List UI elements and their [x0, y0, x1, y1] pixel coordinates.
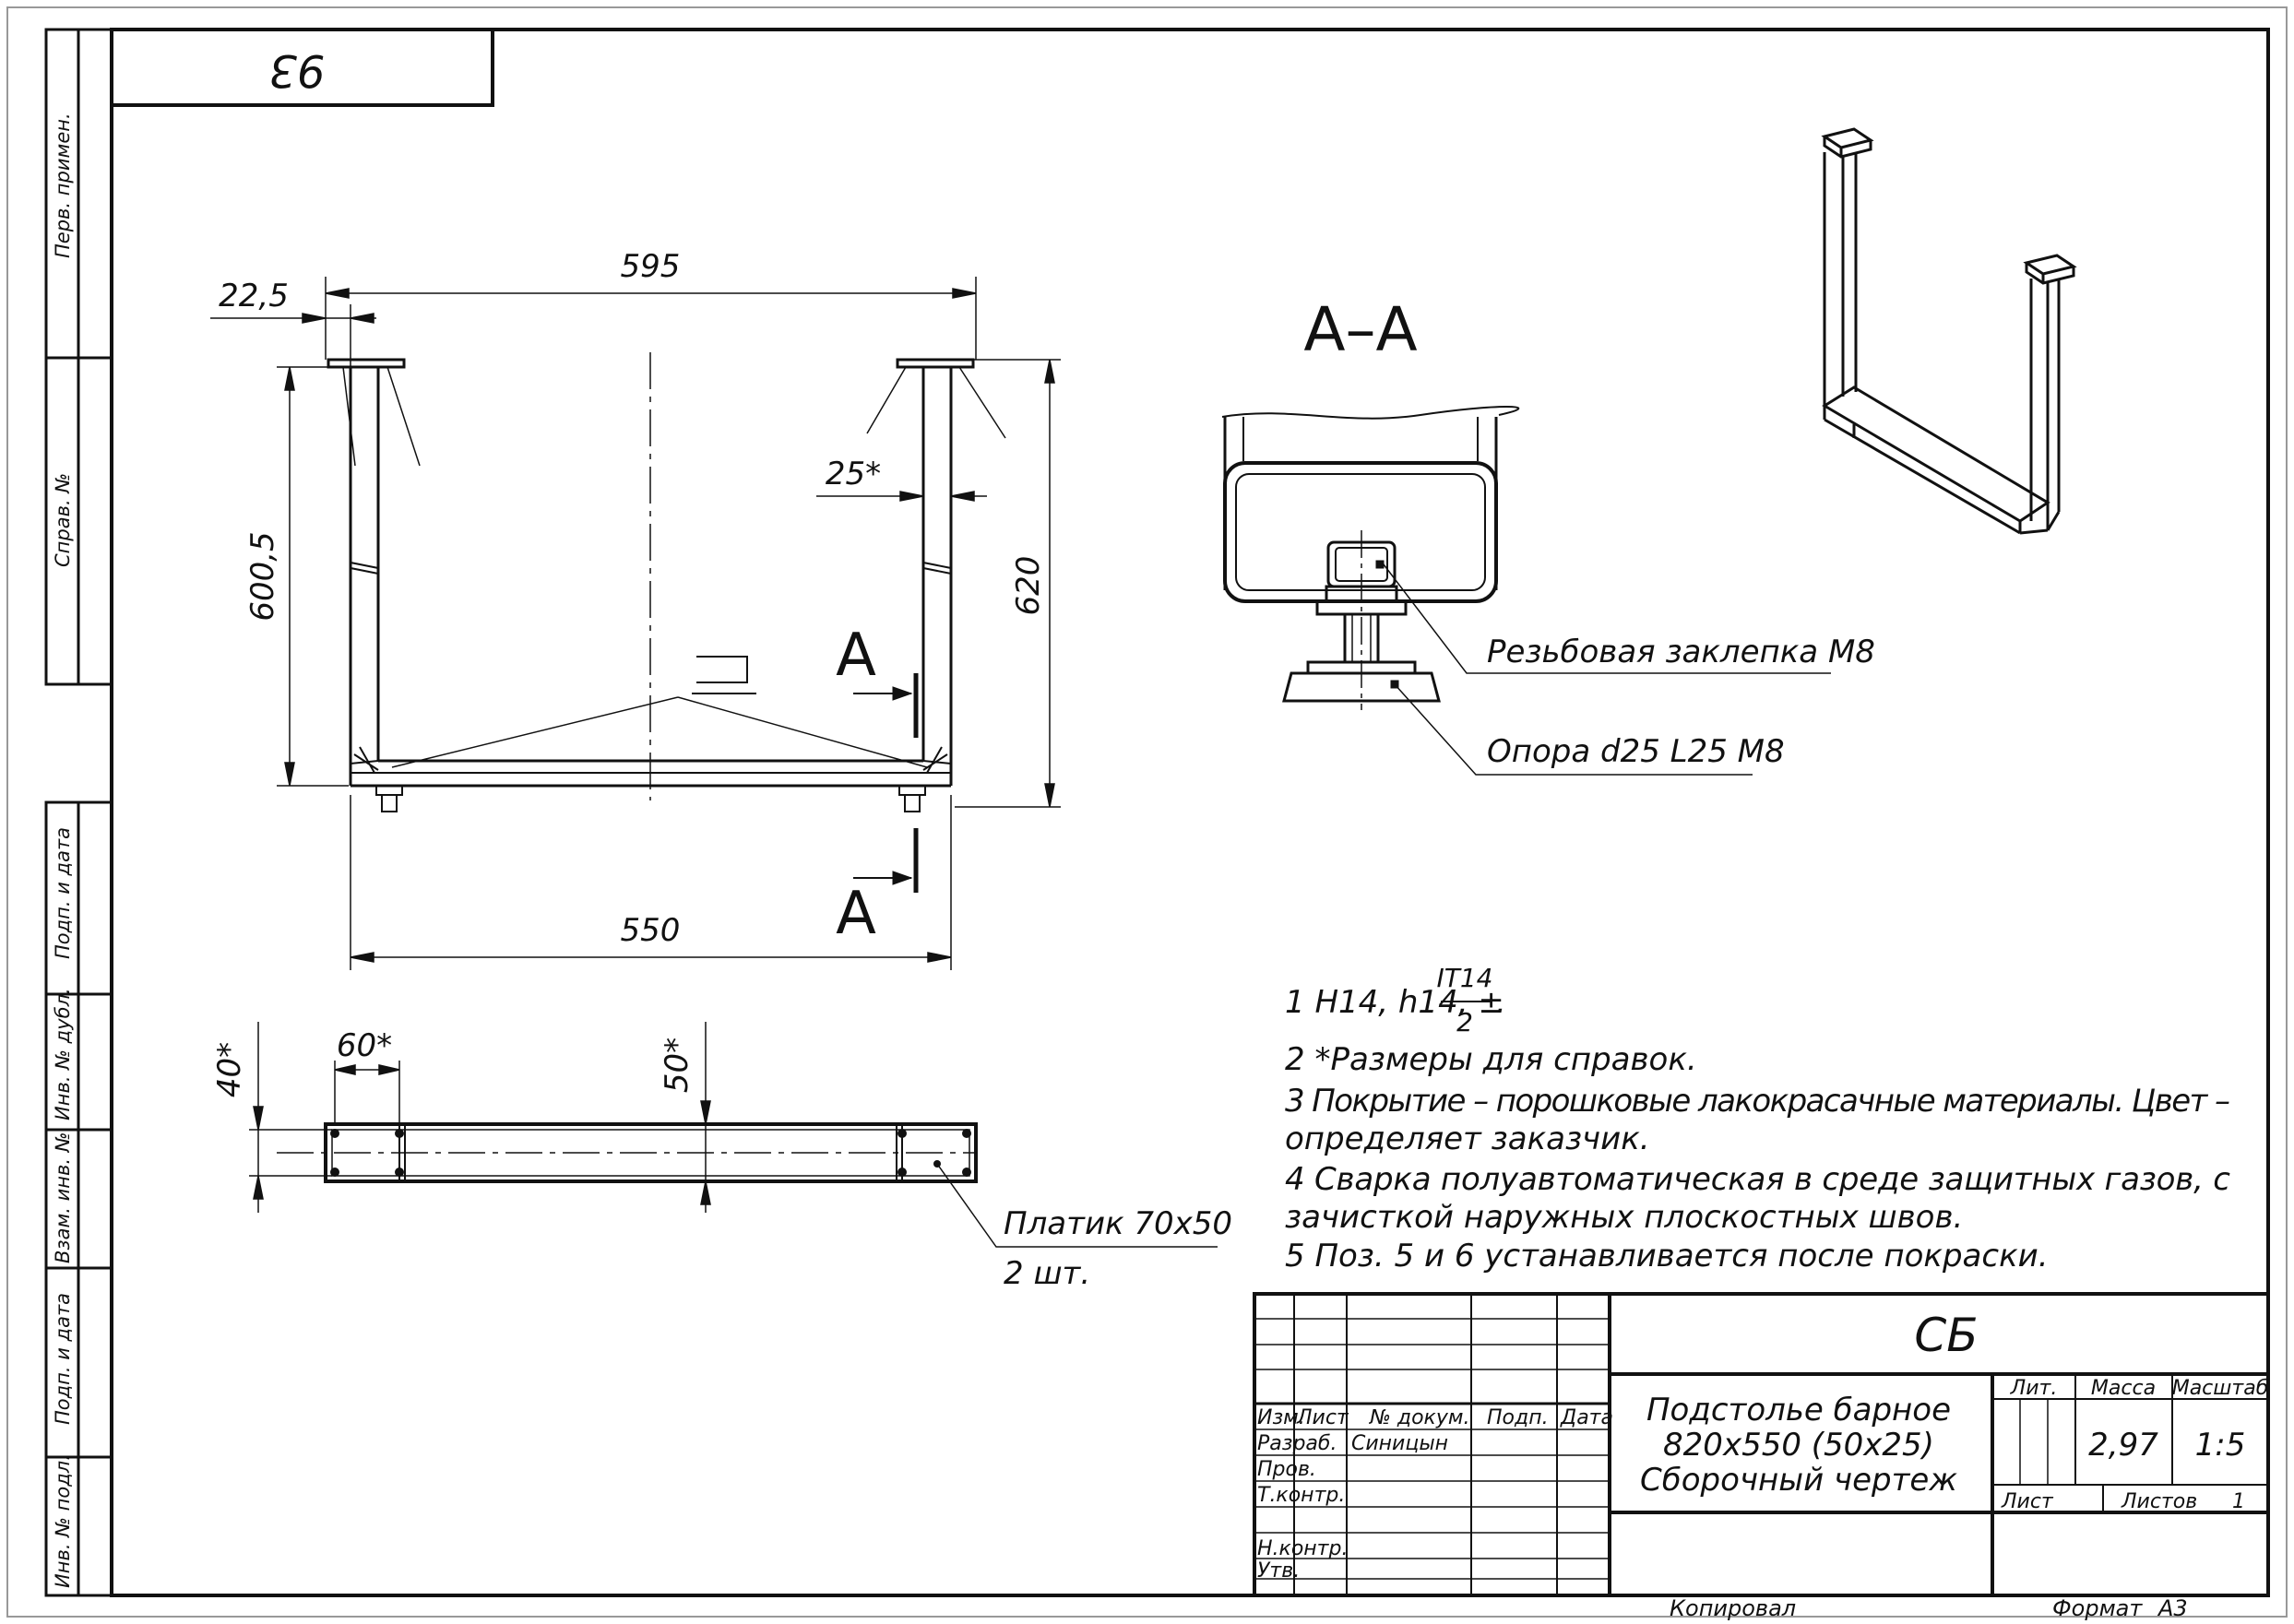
tb-razrab-label: Разраб. — [1257, 1432, 1337, 1455]
dim-25-star: 25* — [826, 456, 881, 492]
tb-hdr-list: Лист — [1296, 1406, 1349, 1429]
isometric-view — [1821, 127, 2077, 535]
section-mark-bottom: А — [836, 880, 876, 948]
top-view — [277, 1122, 1218, 1248]
dim-600-5: 600,5 — [244, 531, 281, 621]
note-3b: определяет заказчик. — [1285, 1120, 1650, 1157]
front-view — [327, 352, 1006, 893]
callout-platik-qty: 2 шт. — [1004, 1255, 1090, 1292]
tb-name-line1: Подстолье барное — [1646, 1392, 1951, 1428]
dim-595: 595 — [621, 248, 681, 285]
tb-razrab-name: Синицын — [1351, 1432, 1448, 1455]
sheet-edge — [6, 6, 2288, 1618]
tb-kopiroval: Копировал — [1670, 1595, 1796, 1621]
tb-lit-label: Лит. — [2010, 1377, 2058, 1400]
callout-platik: Платик 70х50 — [1004, 1205, 1232, 1242]
technical-notes: 1 H14, h14, ± IT14 2 . 2 *Размеры для сп… — [1285, 963, 2230, 1274]
tb-tkontr-label: Т.контр. — [1257, 1484, 1345, 1507]
side-label-podp-data-1: Подп. и дата — [52, 827, 74, 959]
tb-massa-label: Масса — [2091, 1377, 2156, 1400]
dim-550: 550 — [621, 912, 681, 949]
tb-prov-label: Пров. — [1257, 1458, 1316, 1481]
tb-listov-value: 1 — [2232, 1490, 2245, 1513]
title-block — [1253, 1292, 2270, 1597]
tb-designation: СБ — [1914, 1309, 1978, 1362]
side-label-vzam-inv: Взам. инв. № — [52, 1132, 74, 1263]
note-1-num: IT14 — [1437, 963, 1493, 993]
left-strip — [44, 28, 113, 1597]
callout-rivet: Резьбовая заклепка М8 — [1487, 634, 1875, 670]
tb-name-line3: Сборочный чертеж — [1640, 1462, 1957, 1499]
dim-620: 620 — [1010, 556, 1047, 616]
tb-hdr-podp: Подп. — [1487, 1406, 1549, 1429]
tb-listov-label: Листов — [2121, 1490, 2197, 1513]
side-label-perv-primen: Перв. примен. — [52, 113, 74, 258]
tb-utv-label: Утв. — [1257, 1559, 1300, 1583]
section-mark-top: А — [836, 622, 876, 690]
note-2: 2 *Размеры для справок. — [1285, 1041, 1697, 1078]
section-title: А–А — [1303, 294, 1417, 365]
note-4b: зачисткой наружных плоскостных швов. — [1285, 1199, 1963, 1236]
note-1-suffix: . — [1496, 984, 1506, 1021]
corner-stamp-box — [110, 28, 494, 107]
dim-60-star: 60* — [337, 1027, 392, 1064]
side-label-inv-dubl: Инв. № дубл. — [52, 988, 74, 1120]
side-label-inv-podl: Инв. № подл. — [52, 1454, 74, 1588]
side-label-sprav-no: Справ. № — [52, 473, 74, 567]
tb-massa-value: 2,97 — [2088, 1427, 2158, 1464]
dim-50-star: 50* — [659, 1037, 695, 1093]
tb-masshtab-label: Масштаб — [2172, 1377, 2269, 1400]
front-view-dimensions — [210, 277, 1061, 970]
tb-format-label: Формат — [2052, 1595, 2143, 1621]
note-5: 5 Поз. 5 и 6 устанавливается после покра… — [1285, 1238, 2049, 1274]
tb-nkontr-label: Н.контр. — [1257, 1537, 1348, 1560]
note-1-den: 2 — [1456, 1007, 1473, 1037]
tb-format-value: А3 — [2157, 1595, 2188, 1621]
top-view-dimensions — [249, 1022, 711, 1213]
note-3a: 3 Покрытие – порошковые лакокрасачные ма… — [1285, 1083, 2230, 1120]
dim-40-star: 40* — [211, 1042, 248, 1097]
side-label-podp-data-2: Подп. и дата — [52, 1293, 74, 1425]
corner-stamp-text: 93 — [268, 44, 325, 96]
dim-22-5: 22,5 — [219, 278, 289, 314]
tb-hdr-data: Дата — [1560, 1406, 1613, 1429]
callout-foot: Опора d25 L25 M8 — [1487, 733, 1785, 770]
tb-list-label: Лист — [2001, 1490, 2054, 1513]
note-4a: 4 Сварка полуавтоматическая в среде защи… — [1285, 1161, 2230, 1198]
tb-masshtab-value: 1:5 — [2195, 1427, 2246, 1464]
tb-hdr-dokum: № докум. — [1369, 1406, 1469, 1429]
section-view — [1221, 406, 1831, 776]
tb-hdr-izm: Изм. — [1257, 1406, 1305, 1429]
tb-name-line2: 820х550 (50х25) — [1663, 1427, 1934, 1464]
